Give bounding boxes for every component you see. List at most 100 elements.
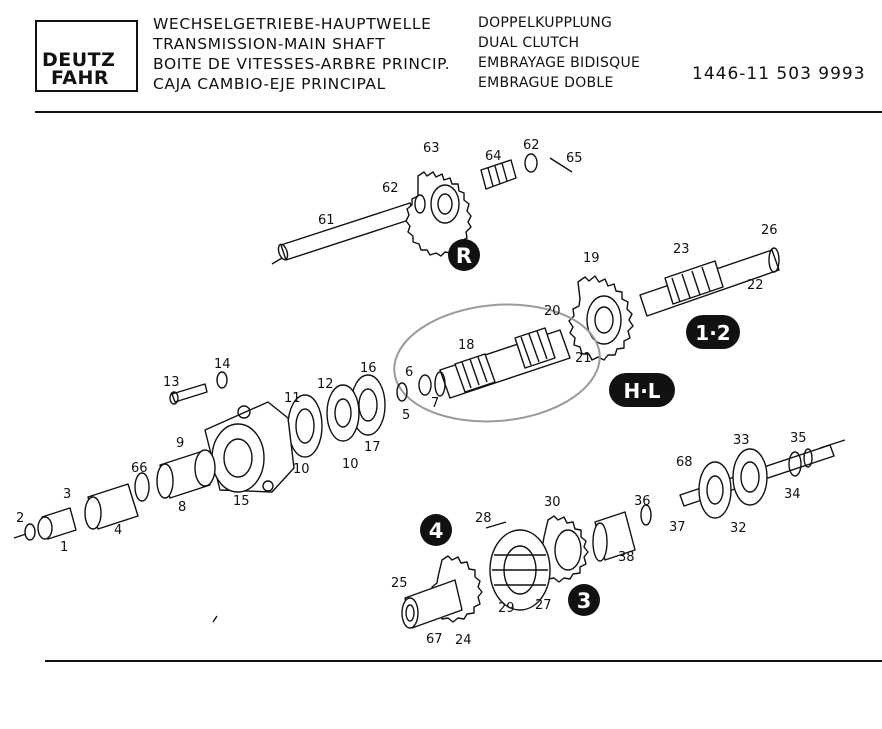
callout-10b: 10 — [342, 457, 359, 472]
subtitle-block: DOPPELKUPPLUNG DUAL CLUTCH EMBRAYAGE BID… — [478, 13, 640, 93]
callout-8: 8 — [178, 500, 186, 515]
callout-29: 29 — [498, 601, 515, 616]
callout-7: 7 — [431, 396, 439, 411]
output-shaft — [639, 247, 780, 317]
badge-1-2-label: 1·2 — [695, 321, 730, 345]
callout-20: 20 — [544, 304, 561, 319]
callout-15: 15 — [233, 494, 250, 509]
bearing-6 — [418, 374, 432, 396]
callout-35: 35 — [790, 431, 807, 446]
callout-23: 23 — [673, 242, 690, 257]
callout-6: 6 — [405, 365, 413, 380]
footer-rule — [45, 660, 882, 662]
badge-3-label: 3 — [577, 589, 592, 613]
callout-28: 28 — [475, 511, 492, 526]
gear-19 — [568, 275, 634, 361]
callout-14: 14 — [214, 357, 231, 372]
callout-67: 67 — [426, 632, 443, 647]
pin-28 — [485, 521, 507, 529]
callout-11: 11 — [284, 391, 301, 406]
title-en: TRANSMISSION-MAIN SHAFT — [153, 35, 386, 53]
callout-32: 32 — [730, 521, 747, 536]
callout-21: 21 — [575, 351, 592, 366]
callout-66: 66 — [131, 461, 148, 476]
ring-35 — [803, 448, 813, 468]
callout-61: 61 — [318, 213, 335, 228]
badge-h-l — [609, 373, 675, 407]
subtitle-fr: EMBRAYAGE BIDISQUE — [478, 55, 641, 71]
callout-36: 36 — [634, 494, 651, 509]
title-de: WECHSELGETRIEBE-HAUPTWELLE — [153, 15, 432, 33]
callout-9: 9 — [176, 436, 184, 451]
callout-13: 13 — [163, 375, 180, 390]
reverse-shaft — [271, 202, 416, 265]
callout-34: 34 — [784, 487, 801, 502]
header-rule — [35, 111, 882, 113]
callout-1: 1 — [60, 540, 68, 555]
callout-65: 65 — [566, 151, 583, 166]
header: DEUTZ FAHR WECHSELGETRIEBE-HAUPTWELLE TR… — [0, 0, 882, 112]
washer-5 — [396, 382, 408, 402]
callout-27: 27 — [535, 598, 552, 613]
badge-1-2 — [686, 315, 740, 349]
bolt — [169, 383, 208, 405]
snap-ring — [414, 194, 426, 214]
callout-25: 25 — [391, 576, 408, 591]
subtitle-de: DOPPELKUPPLUNG — [478, 15, 613, 31]
hub — [156, 449, 216, 499]
callout-18: 18 — [458, 338, 475, 353]
callout-62a: 62 — [382, 181, 399, 196]
callout-22: 22 — [747, 278, 764, 293]
part-number: 1446-11 503 9993 — [692, 64, 866, 84]
callout-19: 19 — [583, 251, 600, 266]
ring-2 — [24, 523, 36, 541]
callout-10a: 10 — [293, 462, 310, 477]
callout-17: 17 — [364, 440, 381, 455]
logo-line-fahr: FAHR — [51, 67, 110, 89]
axis-line — [13, 533, 27, 539]
badge-r — [448, 239, 480, 271]
callout-4: 4 — [114, 523, 122, 538]
callout-38: 38 — [618, 550, 635, 565]
highlight-outline — [393, 303, 601, 423]
title-block: WECHSELGETRIEBE-HAUPTWELLE TRANSMISSION-… — [153, 14, 450, 94]
ring-34 — [788, 451, 802, 477]
callout-16: 16 — [360, 361, 377, 376]
needle-bearing — [480, 159, 517, 190]
bushing-1 — [37, 507, 77, 540]
synchro-hub — [489, 529, 551, 611]
washer-14 — [216, 371, 228, 389]
badge-h-l-label: H·L — [623, 379, 660, 403]
title-es: CAJA CAMBIO-EJE PRINCIPAL — [153, 75, 386, 93]
snap-ring — [524, 153, 538, 173]
clutch-housing — [204, 401, 295, 493]
callout-2: 2 — [16, 511, 24, 526]
subtitle-en: DUAL CLUTCH — [478, 35, 580, 51]
callout-26: 26 — [761, 223, 778, 238]
gear-25 — [401, 579, 463, 629]
subtitle-es: EMBRAGUE DOBLE — [478, 75, 614, 91]
callout-labels: 2 1 3 4 5 6 7 8 9 10 10 11 12 13 14 15 1… — [16, 138, 807, 648]
callout-30: 30 — [544, 495, 561, 510]
callout-12: 12 — [317, 377, 334, 392]
callout-5: 5 — [402, 408, 410, 423]
sleeve — [84, 483, 139, 530]
title-fr: BOITE DE VITESSES-ARBRE PRINCIP. — [153, 55, 451, 73]
callout-63: 63 — [423, 141, 440, 156]
callout-64: 64 — [485, 149, 502, 164]
bearing-33 — [732, 448, 768, 506]
reverse-gear — [405, 171, 472, 257]
seal-66 — [134, 472, 150, 502]
pin — [549, 157, 573, 173]
badge-r-label: R — [456, 244, 472, 268]
callout-68: 68 — [676, 455, 693, 470]
bearing-68 — [698, 461, 732, 519]
callout-37: 37 — [669, 520, 686, 535]
ring-36 — [640, 504, 652, 526]
callout-24: 24 — [455, 633, 472, 648]
callout-33: 33 — [733, 433, 750, 448]
mark — [212, 615, 218, 623]
deutz-fahr-logo — [35, 20, 138, 92]
logo-line-deutz: DEUTZ — [42, 49, 116, 71]
